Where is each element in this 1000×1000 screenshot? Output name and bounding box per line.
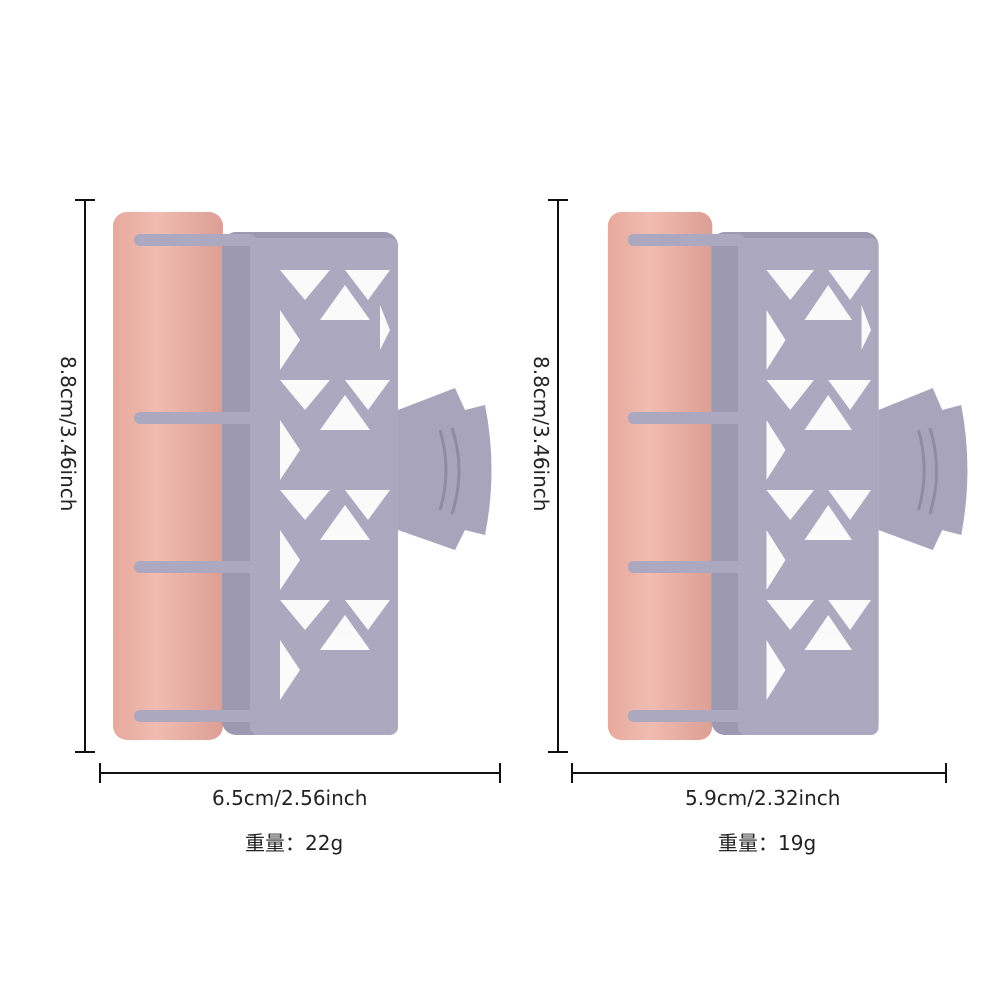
width-label-right: 5.9cm/2.32inch bbox=[685, 786, 841, 810]
hair-clip-left bbox=[113, 212, 492, 740]
height-line-right bbox=[548, 199, 568, 753]
width-line-right bbox=[571, 763, 947, 783]
weight-label-left: 重量：22g bbox=[245, 831, 344, 855]
weight-label-right: 重量：19g bbox=[718, 831, 817, 855]
dimension-lines bbox=[75, 199, 947, 783]
height-label-right: 8.8cm/3.46inch bbox=[529, 356, 553, 512]
width-label-left: 6.5cm/2.56inch bbox=[212, 786, 368, 810]
height-line-left bbox=[75, 199, 95, 753]
width-line-left bbox=[99, 763, 501, 783]
hair-clip-right bbox=[608, 212, 968, 740]
height-label-left: 8.8cm/3.46inch bbox=[56, 356, 80, 512]
